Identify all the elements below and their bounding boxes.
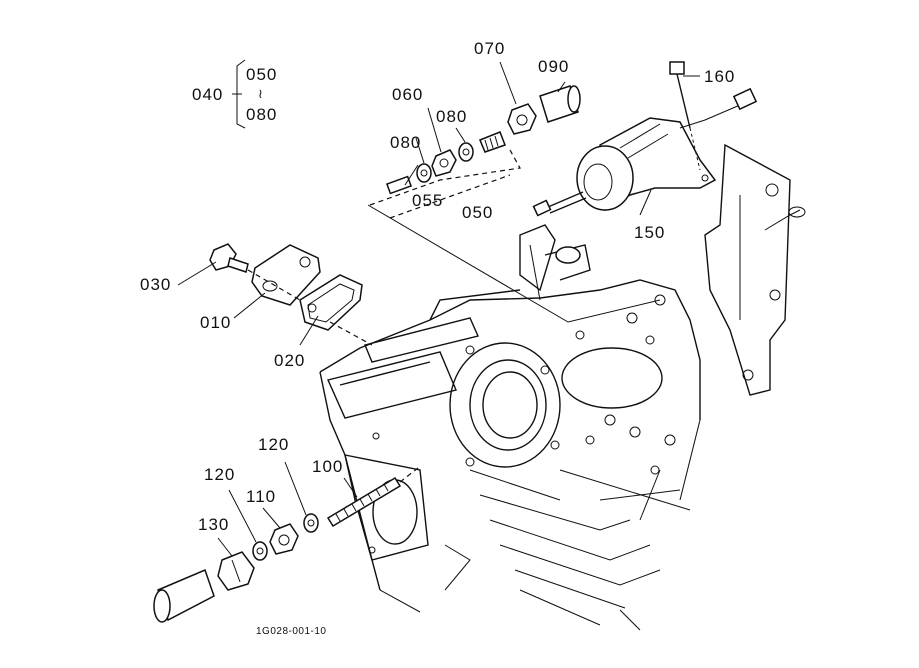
link-bracket xyxy=(519,224,591,301)
part-130-cap-nut xyxy=(217,551,255,591)
label-060: 060 xyxy=(392,85,423,104)
label-050-range: 050 xyxy=(246,65,277,84)
label-130: 130 xyxy=(198,515,229,534)
label-055: 055 xyxy=(412,191,443,210)
part-020-gasket xyxy=(299,274,363,331)
mounting-bracket xyxy=(704,143,806,396)
part-120-washer-a xyxy=(303,513,319,533)
label-080-b: 080 xyxy=(436,107,467,126)
figure-reference: 1G028-001-10 xyxy=(256,626,327,637)
part-060-nut xyxy=(431,149,457,177)
part-030-bolt xyxy=(209,243,249,273)
range-separator: ≀ xyxy=(258,86,264,101)
guide-line xyxy=(367,204,661,323)
part-cover-cylinder xyxy=(153,568,215,623)
label-120-a: 120 xyxy=(258,435,289,454)
bolt-160 xyxy=(669,61,701,171)
label-160: 160 xyxy=(704,67,735,86)
label-030: 030 xyxy=(140,275,171,294)
part-090-cap xyxy=(539,85,581,123)
part-070-nut xyxy=(507,103,537,135)
part-055-screw xyxy=(385,175,413,195)
part-080-washer-a xyxy=(416,163,432,183)
label-080-c: 080 xyxy=(390,133,421,152)
label-120-b: 120 xyxy=(204,465,235,484)
label-110: 110 xyxy=(246,487,276,506)
part-screw-small xyxy=(479,131,506,153)
part-120-washer-b xyxy=(252,541,268,561)
leader-lines xyxy=(177,59,700,557)
label-050: 050 xyxy=(462,203,493,222)
label-020: 020 xyxy=(274,351,305,370)
stop-solenoid xyxy=(532,87,758,217)
guide-dash-lower xyxy=(399,467,419,483)
engine-block xyxy=(319,279,701,631)
part-010-plate xyxy=(251,244,321,306)
label-010: 010 xyxy=(200,313,231,332)
label-100: 100 xyxy=(312,457,343,476)
part-100-stud xyxy=(326,476,402,528)
label-040: 040 xyxy=(192,85,223,104)
guide-dash-left xyxy=(247,269,373,346)
part-110-nut xyxy=(269,523,299,555)
label-080-range: 080 xyxy=(246,105,277,124)
group-outline-050 xyxy=(369,149,521,219)
label-090: 090 xyxy=(538,57,569,76)
label-150: 150 xyxy=(634,223,665,242)
label-070: 070 xyxy=(474,39,505,58)
part-080-washer-b xyxy=(458,142,474,162)
part-labels: 040 050 ≀ 080 030 010 020 060 080 080 05… xyxy=(140,39,735,637)
